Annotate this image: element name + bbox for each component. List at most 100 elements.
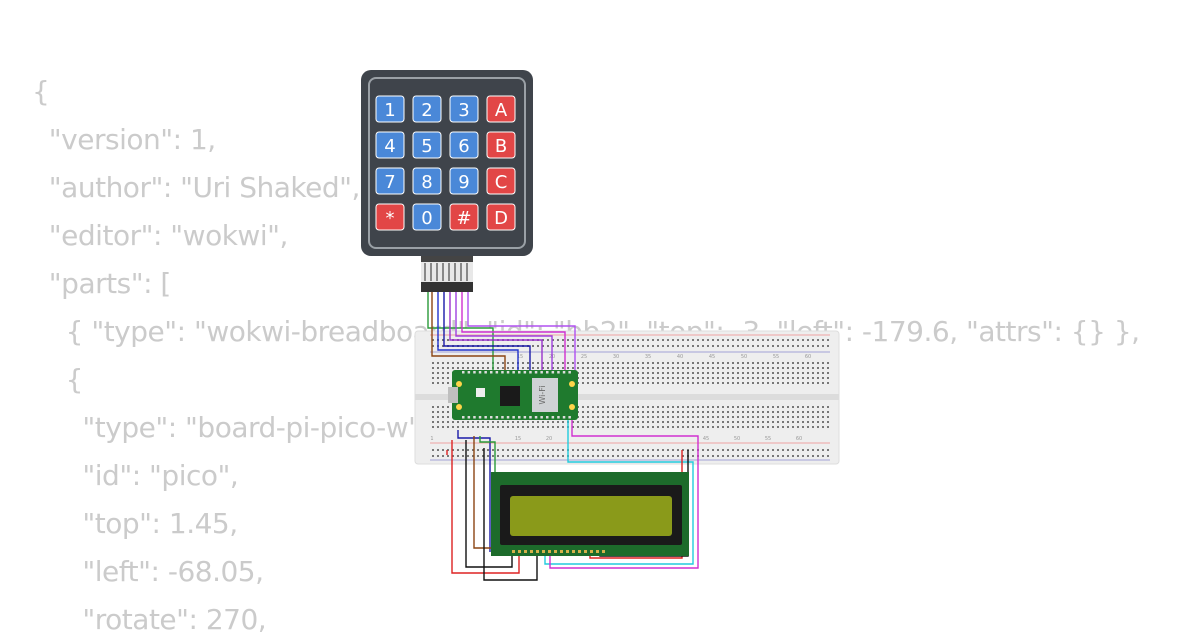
lcd1602[interactable] bbox=[491, 472, 689, 556]
code-line: "left": -68.05, bbox=[32, 555, 264, 588]
breadboard-hole bbox=[672, 372, 674, 374]
breadboard-hole bbox=[627, 426, 629, 428]
pico-wifi-module bbox=[532, 378, 558, 412]
breadboard-hole bbox=[487, 362, 489, 364]
keypad-key[interactable]: 2 bbox=[412, 95, 442, 123]
breadboard-hole bbox=[717, 426, 719, 428]
breadboard-hole bbox=[652, 345, 654, 347]
keypad-key[interactable]: A bbox=[486, 95, 516, 123]
breadboard-hole bbox=[822, 377, 824, 379]
breadboard-hole bbox=[762, 426, 764, 428]
breadboard-hole bbox=[452, 449, 454, 451]
breadboard-hole bbox=[642, 421, 644, 423]
breadboard-hole bbox=[632, 362, 634, 364]
breadboard-hole bbox=[502, 449, 504, 451]
keypad-key[interactable]: D bbox=[486, 203, 516, 231]
breadboard-hole bbox=[592, 362, 594, 364]
breadboard-hole bbox=[827, 416, 829, 418]
breadboard-hole bbox=[802, 449, 804, 451]
keypad-key[interactable]: 7 bbox=[375, 167, 405, 195]
breadboard-hole bbox=[707, 411, 709, 413]
breadboard-hole bbox=[662, 426, 664, 428]
breadboard-hole bbox=[582, 345, 584, 347]
breadboard-hole bbox=[792, 382, 794, 384]
breadboard-hole bbox=[762, 449, 764, 451]
breadboard-hole bbox=[812, 455, 814, 457]
breadboard-hole bbox=[817, 372, 819, 374]
raspberry-pi-pico-w[interactable]: Wi-Fi bbox=[448, 370, 578, 420]
breadboard-hole bbox=[567, 345, 569, 347]
breadboard-hole bbox=[592, 416, 594, 418]
breadboard-hole bbox=[667, 372, 669, 374]
breadboard-hole bbox=[597, 455, 599, 457]
pico-pin bbox=[518, 416, 521, 419]
breadboard-hole bbox=[607, 449, 609, 451]
breadboard-hole bbox=[652, 367, 654, 369]
breadboard-hole bbox=[697, 362, 699, 364]
breadboard-hole bbox=[762, 372, 764, 374]
breadboard-hole bbox=[557, 345, 559, 347]
breadboard-hole bbox=[802, 377, 804, 379]
breadboard-hole bbox=[722, 382, 724, 384]
breadboard-hole bbox=[442, 377, 444, 379]
breadboard-hole bbox=[432, 421, 434, 423]
breadboard-hole bbox=[442, 345, 444, 347]
pico-pin bbox=[501, 416, 504, 419]
keypad-key[interactable]: 6 bbox=[449, 131, 479, 159]
breadboard-hole bbox=[777, 455, 779, 457]
breadboard-hole bbox=[522, 455, 524, 457]
keypad-key[interactable]: C bbox=[486, 167, 516, 195]
keypad-key[interactable]: 1 bbox=[375, 95, 405, 123]
breadboard-hole bbox=[687, 345, 689, 347]
keypad-connector bbox=[421, 256, 473, 292]
lcd-pin bbox=[602, 550, 605, 553]
breadboard-hole bbox=[637, 382, 639, 384]
keypad-key[interactable]: 3 bbox=[449, 95, 479, 123]
keypad-key-label: 5 bbox=[421, 136, 432, 157]
breadboard-hole bbox=[617, 426, 619, 428]
breadboard-hole bbox=[647, 426, 649, 428]
breadboard-hole bbox=[717, 416, 719, 418]
keypad-key[interactable]: 8 bbox=[412, 167, 442, 195]
breadboard-hole bbox=[582, 406, 584, 408]
breadboard-hole bbox=[567, 339, 569, 341]
breadboard-hole bbox=[752, 426, 754, 428]
keypad-key[interactable]: 4 bbox=[375, 131, 405, 159]
keypad-key[interactable]: B bbox=[486, 131, 516, 159]
keypad-key[interactable]: 5 bbox=[412, 131, 442, 159]
breadboard-hole bbox=[757, 367, 759, 369]
breadboard-hole bbox=[612, 377, 614, 379]
breadboard-hole bbox=[822, 426, 824, 428]
breadboard-hole bbox=[672, 345, 674, 347]
breadboard-hole bbox=[562, 449, 564, 451]
keypad-key[interactable]: 0 bbox=[412, 203, 442, 231]
breadboard-hole bbox=[542, 455, 544, 457]
breadboard-hole bbox=[622, 362, 624, 364]
breadboard-hole bbox=[537, 449, 539, 451]
breadboard-hole bbox=[582, 372, 584, 374]
keypad-key[interactable]: # bbox=[449, 203, 479, 231]
breadboard-hole bbox=[662, 362, 664, 364]
keypad-key[interactable]: * bbox=[375, 203, 405, 231]
breadboard-hole bbox=[732, 362, 734, 364]
pico-pin bbox=[568, 416, 571, 419]
breadboard-hole bbox=[732, 421, 734, 423]
lcd-pin bbox=[518, 550, 521, 553]
breadboard-hole bbox=[792, 377, 794, 379]
breadboard-hole bbox=[792, 367, 794, 369]
breadboard-hole bbox=[602, 377, 604, 379]
breadboard-hole bbox=[662, 449, 664, 451]
breadboard-hole bbox=[737, 367, 739, 369]
breadboard-hole bbox=[522, 367, 524, 369]
breadboard-hole bbox=[452, 421, 454, 423]
breadboard-hole bbox=[487, 455, 489, 457]
keypad-key[interactable]: 9 bbox=[449, 167, 479, 195]
breadboard-hole bbox=[527, 367, 529, 369]
breadboard-hole bbox=[492, 455, 494, 457]
code-line: "version": 1, bbox=[32, 123, 216, 156]
breadboard-hole bbox=[752, 406, 754, 408]
breadboard-hole bbox=[722, 426, 724, 428]
breadboard-hole bbox=[662, 345, 664, 347]
